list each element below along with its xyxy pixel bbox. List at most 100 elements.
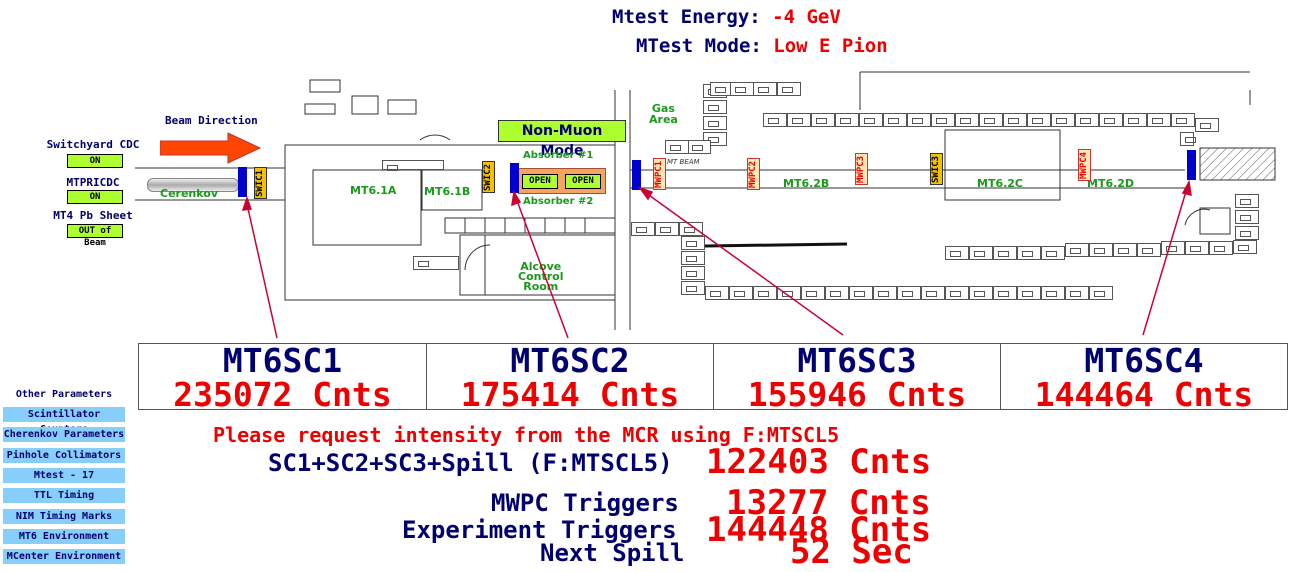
mcr-request-message: Please request intensity from the MCR us…	[213, 423, 840, 447]
area-mt6-1a: MT6.1A	[350, 184, 397, 197]
magnet-icon	[1171, 113, 1195, 127]
mwpc2-tag[interactable]: MWPC2	[747, 158, 760, 190]
mtpricdc-status: ON	[67, 190, 123, 204]
nav-ttl-timing[interactable]: TTL Timing	[3, 488, 125, 503]
mwpc-triggers-value: 13277 Cnts	[726, 483, 931, 523]
magnet-icon	[1017, 246, 1041, 260]
sc-sum-value: 122403 Cnts	[706, 442, 932, 482]
magnet-icon	[945, 246, 969, 260]
mode-value: Low E Pion	[773, 35, 888, 57]
magnet-icon	[921, 286, 945, 300]
area-mt6-1b: MT6.1B	[424, 185, 471, 198]
magnet-icon	[753, 82, 777, 96]
mwpc1-tag[interactable]: MWPC1	[653, 158, 666, 190]
magnet-icon	[681, 281, 705, 295]
pb-sheet-label: MT4 Pb Sheet	[53, 209, 133, 222]
magnet-icon	[1233, 240, 1257, 254]
magnet-icon	[1075, 113, 1099, 127]
pb-sheet-status: OUT of Beam	[67, 224, 123, 248]
nav-mt6-environment[interactable]: MT6 Environment	[3, 529, 125, 544]
nav-pinhole-collimators[interactable]: Pinhole Collimators	[3, 448, 125, 463]
magnet-icon	[1003, 113, 1027, 127]
area-mt6-2d: MT6.2D	[1087, 177, 1135, 190]
magnet-icon	[1161, 241, 1185, 255]
magnet-icon	[1185, 241, 1209, 255]
magnet-icon	[955, 113, 979, 127]
magnet-icon	[787, 113, 811, 127]
mwpc-triggers-label: MWPC Triggers	[491, 489, 679, 517]
switchyard-status: ON	[67, 154, 123, 168]
magnet-icon	[825, 286, 849, 300]
magnet-icon	[1089, 286, 1113, 300]
magnet-icon	[883, 113, 907, 127]
magnet-icon	[679, 222, 703, 236]
magnet-icon	[1123, 113, 1147, 127]
magnet-icon	[777, 82, 801, 96]
area-mt6-2c: MT6.2C	[977, 177, 1024, 190]
absorber-2-label: Absorber #2	[523, 196, 594, 207]
counter-name: MT6SC4	[1084, 341, 1204, 380]
counter-box-mt6sc1: MT6SC1 235072 Cnts	[138, 341, 427, 412]
sc3-scintillator-icon	[632, 160, 641, 190]
magnet-icon	[655, 222, 679, 236]
magnet-icon	[1180, 132, 1196, 146]
energy-value: -4 GeV	[772, 6, 841, 28]
beamline-floor-plan: Cerenkov Beam Direction MT6.1A MT6.1B MT…	[135, 60, 1290, 340]
counter-name: MT6SC3	[797, 341, 917, 380]
magnet-icon	[703, 100, 727, 114]
magnet-icon	[681, 251, 705, 265]
magnet-icon	[1017, 286, 1041, 300]
beam-direction-arrow-icon	[160, 132, 262, 164]
alcove-control-room-label: Alcove Control Room	[518, 260, 564, 293]
magnet-icon	[1089, 243, 1113, 257]
magnet-icon	[1195, 118, 1219, 132]
mwpc4-tag[interactable]: MWPC4	[1078, 149, 1091, 181]
magnet-icon	[382, 160, 444, 171]
mt-beam-label: MT BEAM	[667, 158, 700, 166]
switchyard-label: Switchyard CDC	[46, 138, 140, 151]
nav-nim-timing-marks[interactable]: NIM Timing Marks	[3, 509, 125, 524]
counter-value: 175414 Cnts	[460, 375, 680, 414]
counter-box-mt6sc2: MT6SC2 175414 Cnts	[426, 343, 714, 414]
magnet-icon	[1235, 194, 1259, 208]
magnet-icon	[763, 113, 787, 127]
gas-area-label: Gas Area	[649, 102, 678, 126]
magnet-icon	[835, 113, 859, 127]
area-mt6-2b: MT6.2B	[783, 177, 830, 190]
magnet-icon	[705, 286, 729, 300]
next-spill-label: Next Spill	[540, 539, 685, 567]
mtpricdc-label: MTPRICDC	[66, 176, 120, 189]
swic2-tag[interactable]: SWIC2	[482, 161, 495, 193]
next-spill-value: 52 Sec	[790, 532, 913, 572]
swic3-tag[interactable]: SWIC3	[930, 153, 943, 185]
swic1-tag[interactable]: SWIC1	[254, 167, 267, 199]
absorber-2-open-status[interactable]: OPEN	[565, 174, 601, 189]
magnet-icon	[993, 246, 1017, 260]
counter-name: MT6SC1	[222, 341, 343, 380]
magnet-icon	[413, 256, 459, 270]
counter-value: 155946 Cnts	[747, 375, 967, 414]
sc-sum-label: SC1+SC2+SC3+Spill (F:MTSCL5)	[268, 449, 673, 477]
mode-readout: MTest Mode: Low E Pion	[636, 35, 888, 57]
counter-value: 144464 Cnts	[1034, 375, 1254, 414]
magnet-icon	[1041, 286, 1065, 300]
absorber-1-open-status[interactable]: OPEN	[522, 174, 558, 189]
sc4-scintillator-icon	[1187, 150, 1196, 180]
nav-mtest-17[interactable]: Mtest - 17	[3, 468, 125, 483]
magnet-icon	[1147, 113, 1171, 127]
magnet-icon	[753, 286, 777, 300]
magnet-icon	[1235, 226, 1259, 240]
absorber-1-label: Absorber #1	[523, 150, 594, 161]
magnet-icon	[681, 236, 705, 250]
magnet-icon	[1235, 210, 1259, 224]
nav-cherenkov-parameters[interactable]: Cherenkov Parameters	[3, 427, 125, 442]
mwpc3-tag[interactable]: MWPC3	[855, 153, 868, 185]
nav-mcenter-environment[interactable]: MCenter Environment	[3, 549, 125, 564]
energy-label: Mtest Energy:	[612, 6, 761, 28]
magnet-icon	[1027, 113, 1051, 127]
beam-direction-label: Beam Direction	[165, 114, 258, 127]
nav-scintillator-counters[interactable]: Scintillator Counters	[3, 407, 125, 435]
magnet-icon	[873, 286, 897, 300]
magnet-icon	[1099, 113, 1123, 127]
sc2-scintillator-icon	[510, 163, 519, 193]
